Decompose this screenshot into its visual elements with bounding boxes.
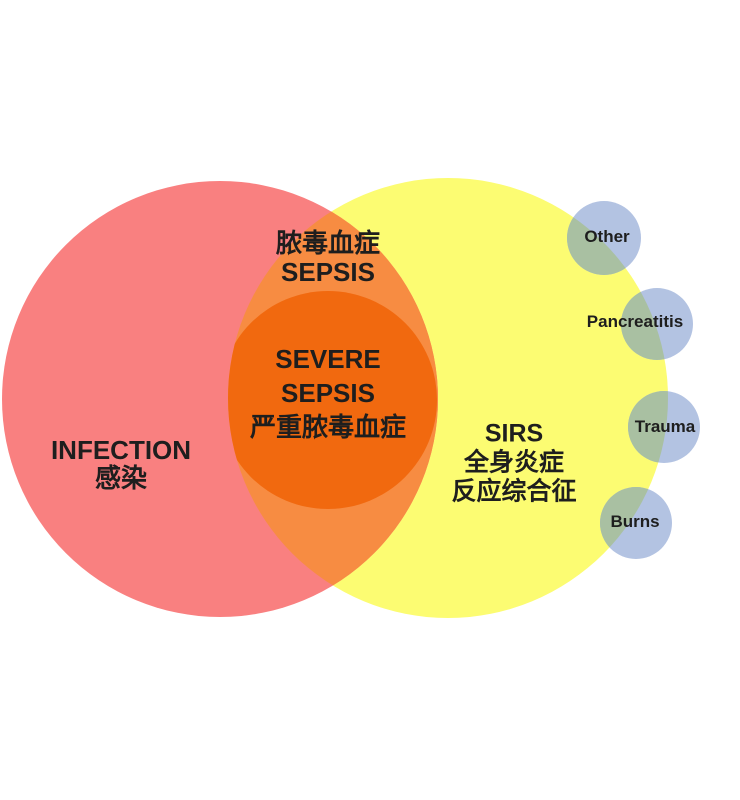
satellite-pancreatitis-circle — [621, 288, 693, 360]
satellite-other-circle — [567, 201, 641, 275]
sirs-label-zh-2: 反应综合征 — [451, 477, 577, 506]
sepsis-label-zh: 脓毒血症 — [275, 228, 381, 258]
sepsis-label: 脓毒血症 SEPSIS — [276, 229, 380, 287]
severe-sepsis-label-en-2: SEPSIS — [281, 378, 375, 408]
satellite-pancreatitis-label: Pancreatitis — [586, 312, 684, 331]
sirs-label-en: SIRS — [484, 419, 544, 448]
sepsis-label-en: SEPSIS — [281, 257, 375, 287]
satellite-other-label: Other — [584, 227, 630, 246]
infection-label-zh: 感染 — [94, 463, 148, 493]
satellite-trauma-overlap — [628, 391, 668, 463]
satellite-trauma-label: Trauma — [634, 417, 696, 436]
satellite-burns-label: Burns — [610, 512, 660, 531]
severe-sepsis-circle — [228, 291, 437, 509]
satellite-burns-circle — [600, 487, 672, 559]
severe-sepsis-label-zh: 严重脓毒血症 — [249, 412, 407, 442]
infection-label: INFECTION 感染 — [51, 436, 191, 492]
sirs-label-zh-1: 全身炎症 — [463, 448, 565, 477]
satellite-trauma-circle — [628, 391, 700, 463]
infection-label-en: INFECTION — [50, 435, 192, 465]
severe-sepsis-label-en-1: SEVERE — [275, 344, 381, 374]
sirs-label: SIRS 全身炎症 反应综合征 — [451, 420, 576, 507]
severe-sepsis-label: SEVERE SEPSIS 严重脓毒血症 — [250, 342, 406, 444]
